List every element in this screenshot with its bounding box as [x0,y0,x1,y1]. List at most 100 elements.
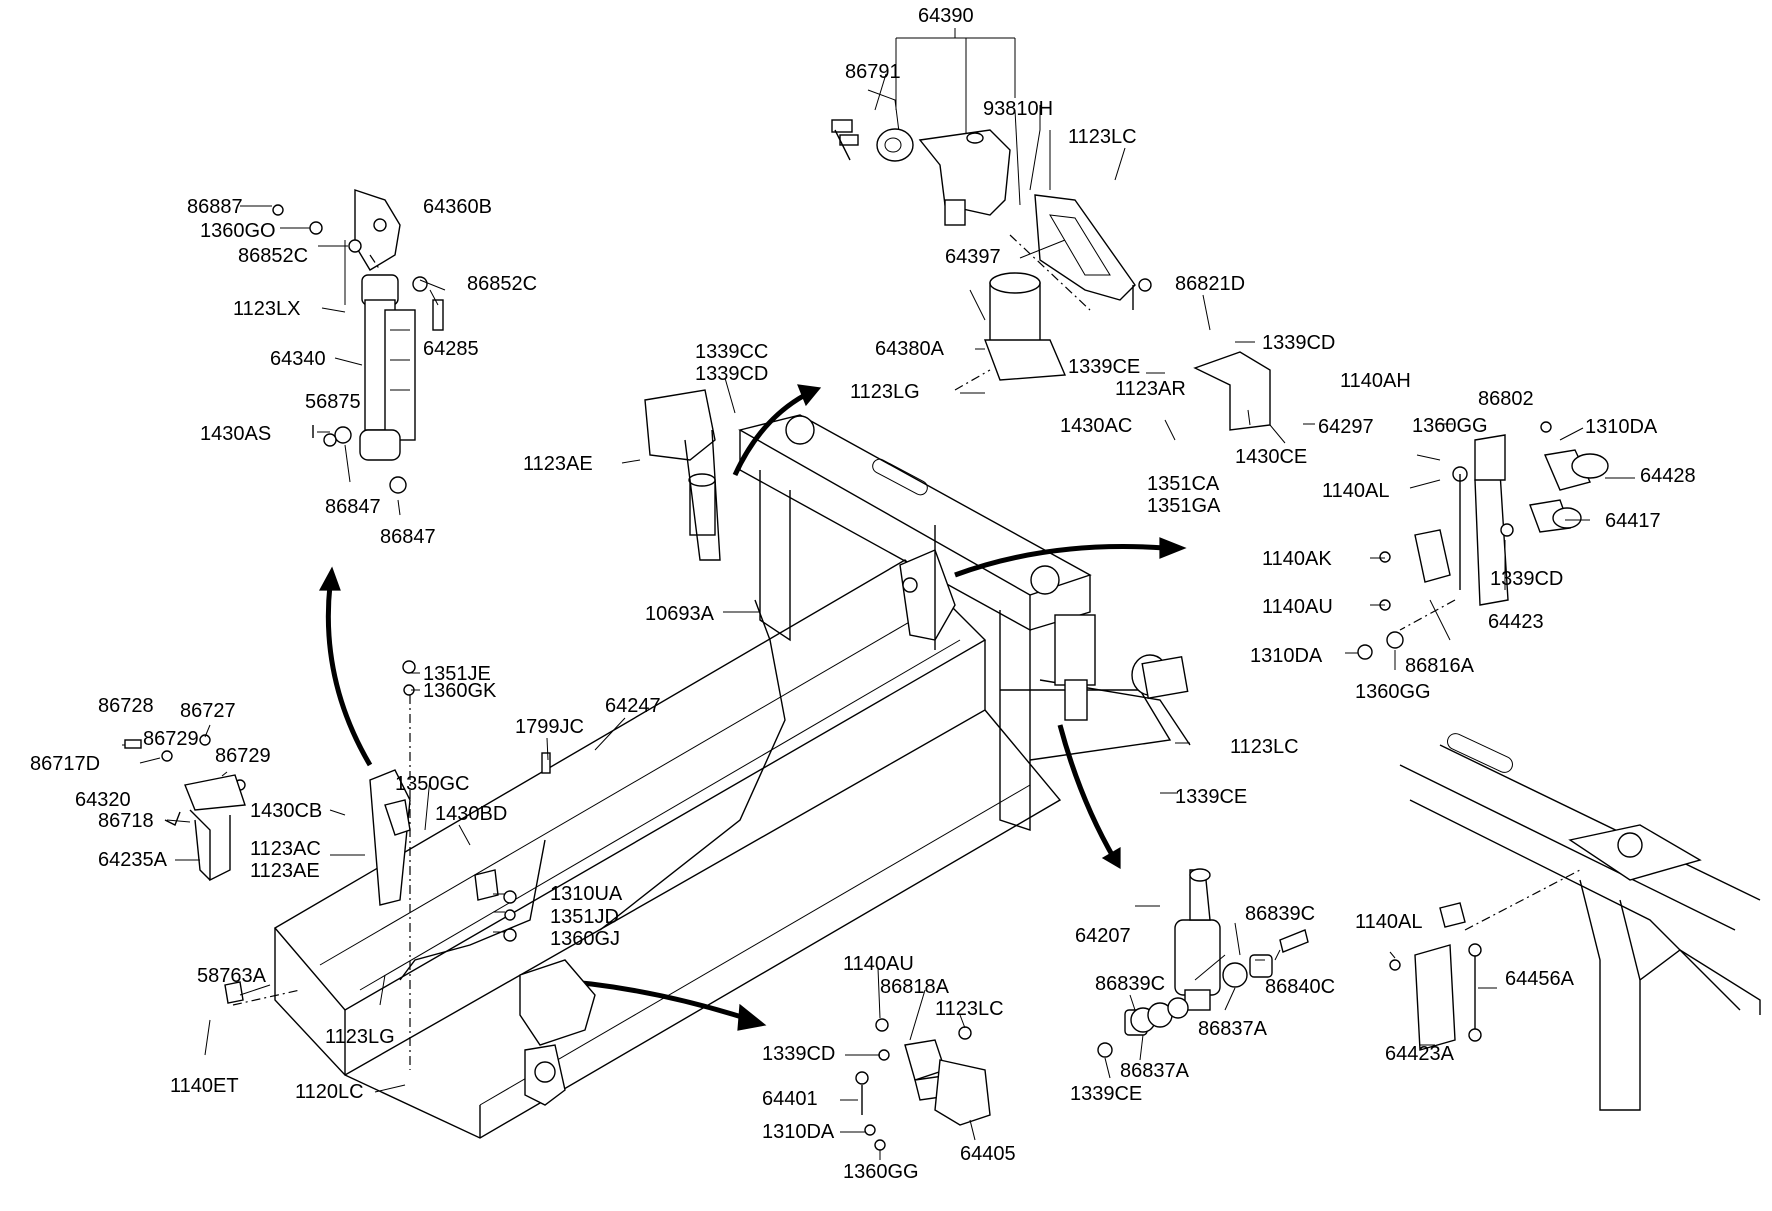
label-58763A: 58763A [197,965,267,987]
label-1140AK: 1140AK [1262,548,1332,570]
leader-lines [122,73,1635,1160]
mounting-bracket-64397 [1034,194,1136,301]
part-labels: 64390 86791 93810H 1123LC 64397 86821D 1… [30,5,1696,1183]
label-86727: 86727 [180,700,236,722]
height-valve-64405 [855,1018,991,1151]
label-1339CD: 1339CD [1262,332,1335,354]
label-1339CE: 1339CE [1175,786,1247,808]
label-64405: 64405 [960,1143,1016,1165]
label-10693A: 10693A [645,603,715,625]
label-1339CD: 1339CD [1490,568,1563,590]
label-86887: 86887 [187,196,243,218]
lock-cylinder-icon [876,128,914,162]
label-86839C: 86839C [1245,903,1315,925]
label-1310DA: 1310DA [762,1121,835,1143]
tilt-cylinder-64340 [272,189,444,494]
right-level-valve [899,525,956,650]
label-86852C: 86852C [238,245,308,267]
label-1799JC: 1799JC [515,716,584,738]
label-86847: 86847 [380,526,436,548]
label-64390: 64390 [918,5,974,27]
label-86728: 86728 [98,695,154,717]
label-64340: 64340 [270,348,326,370]
label-86839C: 86839C [1095,973,1165,995]
label-86802: 86802 [1478,388,1534,410]
label-93810H: 93810H [983,98,1053,120]
label-64456A: 64456A [1505,968,1575,990]
label-1310UA: 1310UA [550,883,623,905]
label-86717D: 86717D [30,753,100,775]
label-1123LG: 1123LG [325,1026,395,1048]
label-1310DA: 1310DA [1585,416,1658,438]
label-1360GG: 1360GG [1412,415,1488,437]
pump-assembly-64390 [831,28,1271,431]
center-valve-group [599,389,786,931]
label-1339CE: 1339CE [1070,1083,1142,1105]
label-1360GK: 1360GK [423,680,497,702]
label-1310DA: 1310DA [1250,645,1323,667]
label-64247: 64247 [605,695,661,717]
label-1140AU: 1140AU [1262,596,1333,618]
label-1339CD: 1339CD [695,363,768,385]
label-64401: 64401 [762,1088,818,1110]
label-86791: 86791 [845,61,901,83]
sensor-group-64428 [1357,421,1609,660]
label-1360GO: 1360GO [200,220,276,242]
label-64397: 64397 [945,246,1001,268]
detail-frame [1399,733,1761,1111]
label-64320: 64320 [75,789,131,811]
label-1123AE: 1123AE [250,860,320,882]
label-1123LX: 1123LX [233,298,300,320]
frame-brackets-left [224,660,551,1070]
label-1123LC: 1123LC [935,998,1004,1020]
label-86847: 86847 [325,496,381,518]
label-64297: 64297 [1318,416,1374,438]
label-86729: 86729 [215,745,271,767]
main-frame-rail [273,559,1062,1139]
label-1339CD: 1339CD [762,1043,835,1065]
label-1351CA: 1351CA [1147,473,1220,495]
label-86816A: 86816A [1405,655,1475,677]
label-1430CE: 1430CE [1235,446,1307,468]
label-1430AC: 1430AC [1060,415,1132,437]
label-64207: 64207 [1075,925,1131,947]
label-1123LC: 1123LC [1230,736,1299,758]
label-1140AL: 1140AL [1322,480,1389,502]
label-1350GC: 1350GC [395,773,470,795]
label-1351GA: 1351GA [1147,495,1221,517]
label-1140AH: 1140AH [1340,370,1411,392]
label-86840C: 86840C [1265,976,1335,998]
label-1430BD: 1430BD [435,803,507,825]
label-1140ET: 1140ET [170,1075,239,1097]
label-64380A: 64380A [875,338,945,360]
label-1430AS: 1430AS [200,423,271,445]
label-1123AE: 1123AE [523,453,593,475]
label-1140AL: 1140AL [1355,911,1422,933]
lever-group-64320 [124,734,246,882]
label-1123AR: 1123AR [1115,378,1186,400]
label-64360B: 64360B [423,196,492,218]
pump-motor-64380A [969,272,1067,381]
label-86718: 86718 [98,810,154,832]
label-86837A: 86837A [1120,1060,1190,1082]
label-1140AU: 1140AU [843,953,914,975]
label-86852C: 86852C [467,273,537,295]
label-1360GJ: 1360GJ [550,928,620,950]
link-rod-64456A [1389,869,1581,1051]
label-1123LC: 1123LC [1068,126,1137,148]
label-1351JE: 1351JE [423,663,491,685]
lower-valve-assembly [519,959,596,1106]
label-1351JD: 1351JD [550,906,619,928]
label-86818A: 86818A [880,976,950,998]
label-86729: 86729 [143,728,199,750]
label-86837A: 86837A [1198,1018,1268,1040]
label-64285: 64285 [423,338,479,360]
label-1430CB: 1430CB [250,800,322,822]
label-86821D: 86821D [1175,273,1245,295]
label-1123LG: 1123LG [850,381,920,403]
label-1360GG: 1360GG [1355,681,1431,703]
label-64428: 64428 [1640,465,1696,487]
label-1360GG: 1360GG [843,1161,919,1183]
key-icon [831,119,859,161]
label-64417: 64417 [1605,510,1661,532]
